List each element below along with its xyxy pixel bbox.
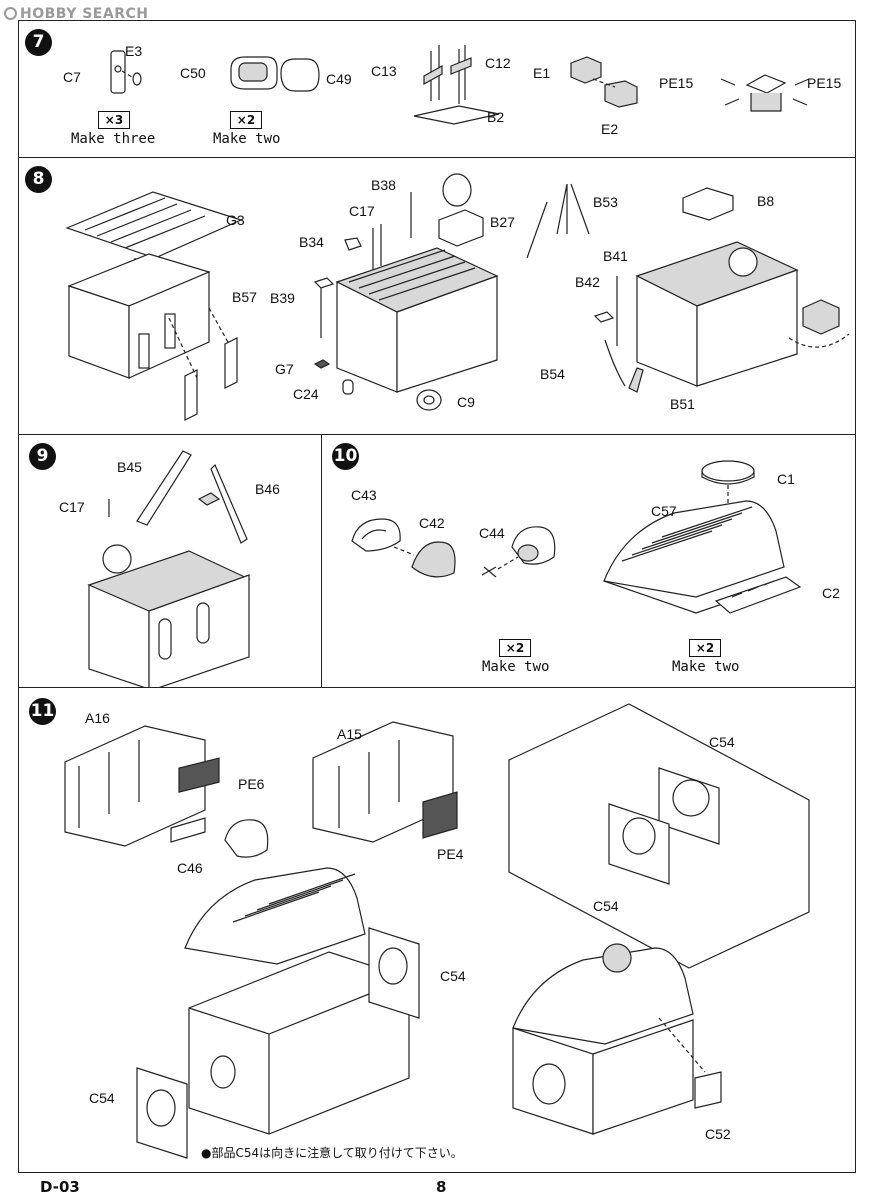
label-pe15-right: PE15 xyxy=(807,75,842,91)
step-9-panel: 9 B45 B46 C17 xyxy=(18,434,322,688)
step-11-panel: 11 A16 PE6 C46 A15 PE4 C54 C54 C54 C54 C… xyxy=(18,687,856,1173)
label-c7: C7 xyxy=(63,69,81,85)
step-10-diagram xyxy=(351,460,802,614)
step-8-panel: 8 G3 B57 B38 C17 B34 B39 G7 C24 C9 B53 B… xyxy=(18,157,856,435)
label-c49: C49 xyxy=(326,71,352,87)
hobby-search-logo-icon xyxy=(4,7,17,20)
label-c54-left: C54 xyxy=(89,1090,115,1106)
footer-code: D-03 xyxy=(40,1178,80,1196)
make-two-right-text: Make two xyxy=(672,659,740,675)
multiplier-x3: ×3 xyxy=(98,111,130,129)
label-b38: B38 xyxy=(371,177,396,193)
label-c1: C1 xyxy=(777,471,795,487)
label-b42: B42 xyxy=(575,274,600,290)
label-c13: C13 xyxy=(371,63,397,79)
page-number: 8 xyxy=(436,1178,447,1196)
label-e3: E3 xyxy=(125,43,143,59)
label-e2: E2 xyxy=(601,121,619,137)
make-two-text: Make two xyxy=(213,131,281,147)
watermark: HOBBY SEARCH xyxy=(4,6,148,22)
step-11-diagram xyxy=(64,703,810,1159)
label-e1: E1 xyxy=(533,65,551,81)
step-10-number: 10 xyxy=(332,443,359,470)
label-c17: C17 xyxy=(349,203,375,219)
label-b39: B39 xyxy=(270,290,295,306)
label-a16: A16 xyxy=(85,710,110,726)
multiplier-x2-right: ×2 xyxy=(689,639,721,657)
make-three-text: Make three xyxy=(71,131,156,147)
step-11-number: 11 xyxy=(29,698,56,725)
label-c50: C50 xyxy=(180,65,206,81)
step-9-number: 9 xyxy=(29,443,56,470)
label-g7: G7 xyxy=(275,361,294,377)
label-b51: B51 xyxy=(670,396,695,412)
make-two-left-text: Make two xyxy=(482,659,550,675)
label-c44: C44 xyxy=(479,525,505,541)
label-b46: B46 xyxy=(255,481,280,497)
label-c57: C57 xyxy=(651,503,677,519)
label-b34: B34 xyxy=(299,234,324,250)
caution-note: ●部品C54は向きに注意して取り付けて下さい。 xyxy=(201,1146,463,1160)
label-a15: A15 xyxy=(337,726,362,742)
label-c54-middle: C54 xyxy=(593,898,619,914)
label-c54-lower: C54 xyxy=(440,968,466,984)
label-pe4: PE4 xyxy=(437,846,464,862)
label-b41: B41 xyxy=(603,248,628,264)
label-c43: C43 xyxy=(351,487,377,503)
step-7-panel: 7 C7 E3 C50 C49 C13 C12 B2 E1 E2 PE15 PE… xyxy=(18,20,856,158)
label-c24: C24 xyxy=(293,386,319,402)
label-g3: G3 xyxy=(226,212,245,228)
label-c17-step9: C17 xyxy=(59,499,85,515)
label-b2: B2 xyxy=(487,109,505,125)
step-8-diagram xyxy=(65,173,850,421)
label-b54: B54 xyxy=(540,366,565,382)
label-b8: B8 xyxy=(757,193,775,209)
step-7-diagram xyxy=(110,45,810,125)
label-pe6: PE6 xyxy=(238,776,265,792)
label-c46: C46 xyxy=(177,860,203,876)
multiplier-x2: ×2 xyxy=(230,111,262,129)
label-c2: C2 xyxy=(822,585,840,601)
label-c12: C12 xyxy=(485,55,511,71)
step-8-number: 8 xyxy=(25,166,52,193)
label-b27: B27 xyxy=(490,214,515,230)
label-b53: B53 xyxy=(593,194,618,210)
label-c9: C9 xyxy=(457,394,475,410)
label-b45: B45 xyxy=(117,459,142,475)
label-c54-top: C54 xyxy=(709,734,735,750)
label-c52: C52 xyxy=(705,1126,731,1142)
label-pe15-left: PE15 xyxy=(659,75,694,91)
label-c42: C42 xyxy=(419,515,445,531)
step-7-number: 7 xyxy=(25,29,52,56)
step-9-diagram xyxy=(87,450,251,687)
label-b57: B57 xyxy=(232,289,257,305)
multiplier-x2-left: ×2 xyxy=(499,639,531,657)
watermark-text: HOBBY SEARCH xyxy=(20,6,149,22)
step-10-panel: 10 C1 C43 C42 C44 C57 C2 ×2 Make two ×2 … xyxy=(321,434,856,688)
